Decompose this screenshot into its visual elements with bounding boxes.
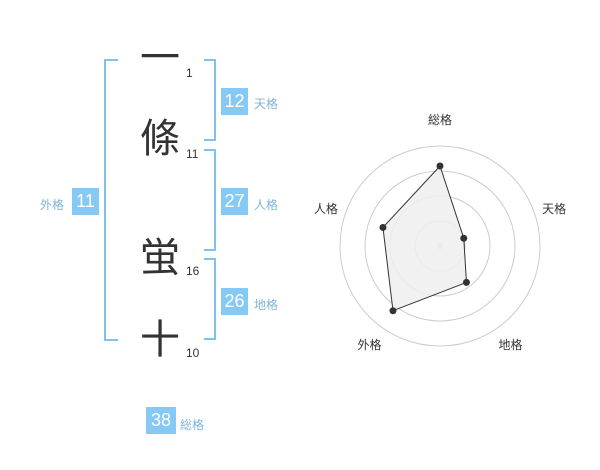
jinkaku-label: 人格 (254, 198, 279, 212)
radar-point (460, 234, 468, 242)
radar-point (389, 307, 397, 315)
name-char-2: 條 (140, 116, 180, 162)
name-char-1: 一 (140, 35, 180, 81)
radar-polygon (382, 165, 467, 312)
stroke-count-1: 1 (186, 66, 193, 80)
name-char-4: 十 (140, 317, 180, 363)
radar-point (379, 223, 387, 231)
radar-axis-label: 人格 (314, 201, 338, 216)
radar-ring (339, 145, 541, 347)
radar-axis-label: 地格 (499, 337, 523, 352)
tenkaku-value: 12 (221, 88, 248, 115)
name-char-3: 蛍 (140, 235, 180, 281)
radar-axis-label: 天格 (542, 201, 566, 216)
gaikaku-value: 11 (72, 188, 99, 215)
jinkaku-bracket (204, 149, 216, 251)
gaikaku-label: 外格 (40, 198, 65, 212)
radar-axis-label: 外格 (357, 337, 381, 352)
chikaku-label: 地格 (254, 298, 279, 312)
stroke-count-4: 10 (186, 346, 200, 360)
tenkaku-label: 天格 (254, 97, 279, 111)
radar-axis-label: 総格 (428, 112, 452, 127)
chikaku-bracket (204, 258, 216, 340)
radar-point (436, 162, 444, 170)
radar-point (462, 278, 470, 286)
gaikaku-bracket (104, 59, 118, 341)
tenkaku-bracket (204, 59, 216, 141)
jinkaku-value: 27 (221, 188, 248, 215)
soukaku-value: 38 (146, 407, 176, 434)
soukaku-label: 総格 (180, 418, 205, 432)
stroke-count-2: 11 (186, 147, 199, 161)
stroke-count-3: 16 (186, 264, 200, 278)
chikaku-value: 26 (221, 288, 248, 315)
